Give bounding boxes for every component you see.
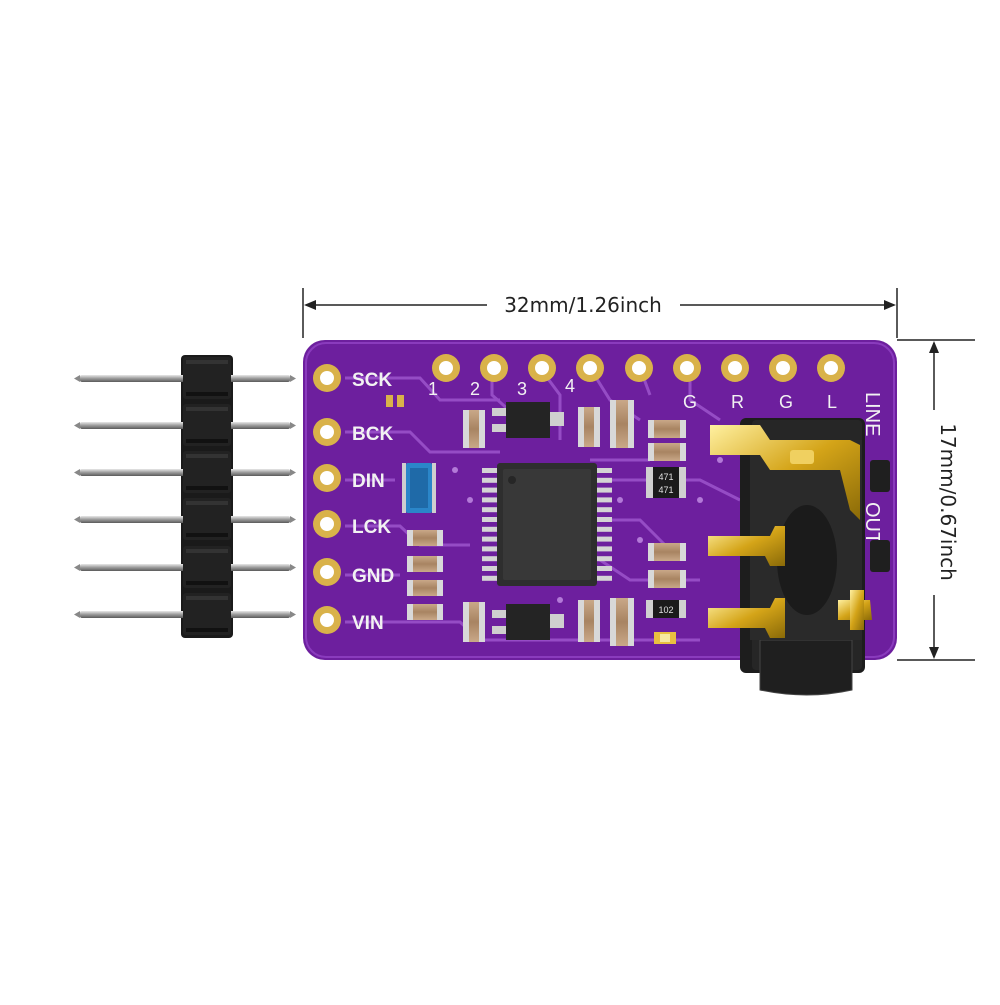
dac-chip <box>482 463 612 586</box>
resistor-mark-1: 471 <box>658 472 673 482</box>
capacitor <box>407 530 443 546</box>
pin-label-1: 1 <box>428 379 438 399</box>
out-label: OUT <box>861 502 883 544</box>
line-label: LINE <box>861 392 883 436</box>
pin-label-g2: G <box>779 392 793 412</box>
voltage-regulator-top <box>492 402 564 438</box>
left-pin-labels: SCK BCK DIN LCK GND VIN <box>352 370 394 634</box>
top-pads <box>432 354 845 382</box>
audio-jack <box>708 418 890 696</box>
pin-label-sck: SCK <box>352 370 392 391</box>
header-pin <box>74 498 296 540</box>
left-pads <box>313 364 341 634</box>
resistor-mark-3: 102 <box>658 605 673 615</box>
resistor-array <box>402 463 436 513</box>
capacitor <box>648 543 686 561</box>
height-dimension: 17mm/0.67inch <box>897 339 975 661</box>
width-dimension: 32mm/1.26inch <box>302 288 898 338</box>
pin-label-r: R <box>731 392 744 412</box>
pin-label-bck: BCK <box>352 424 393 445</box>
header-pin <box>74 357 296 399</box>
capacitor <box>648 443 686 461</box>
top-pin-labels: 1 2 3 4 G R G L <box>428 376 837 412</box>
smd-resistors: 471 471 102 <box>646 467 686 618</box>
pin-label-lck: LCK <box>352 517 391 538</box>
pin-label-vin: VIN <box>352 613 384 634</box>
voltage-regulator-bottom <box>492 604 564 640</box>
capacitor <box>610 598 634 646</box>
resistor-mark-2: 471 <box>658 485 673 495</box>
power-led <box>654 632 676 644</box>
capacitor <box>578 600 600 642</box>
pin-label-gnd: GND <box>352 566 394 587</box>
capacitor <box>648 570 686 588</box>
capacitor <box>407 580 443 596</box>
jumper-pads <box>386 395 404 407</box>
capacitor <box>648 420 686 438</box>
capacitor <box>610 400 634 448</box>
height-label: 17mm/0.67inch <box>936 423 960 581</box>
width-label: 32mm/1.26inch <box>504 293 662 317</box>
capacitor <box>407 556 443 572</box>
pin-label-4: 4 <box>565 376 575 396</box>
capacitors <box>407 400 686 646</box>
capacitor <box>407 604 443 620</box>
header-pin <box>74 451 296 493</box>
capacitor <box>463 410 485 448</box>
pin-header <box>74 355 296 638</box>
pin-label-g1: G <box>683 392 697 412</box>
capacitor <box>463 602 485 642</box>
pin-label-din: DIN <box>352 471 385 492</box>
pin-label-l: L <box>827 392 837 412</box>
header-pin <box>74 593 296 635</box>
header-pin <box>74 404 296 446</box>
header-pin <box>74 546 296 588</box>
capacitor <box>578 407 600 447</box>
pin-label-2: 2 <box>470 379 480 399</box>
pin-label-3: 3 <box>517 379 527 399</box>
